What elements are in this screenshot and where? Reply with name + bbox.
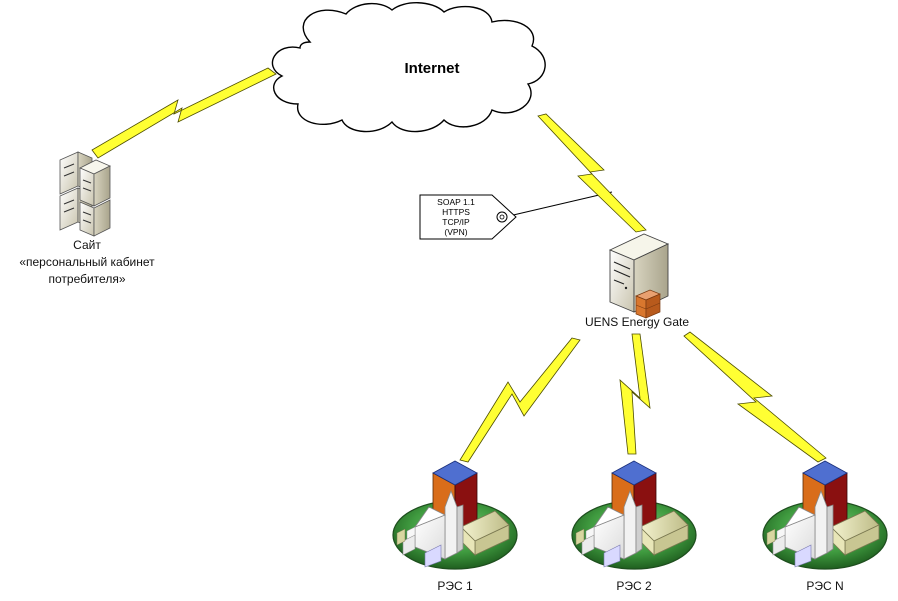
substation-res2 [571,460,697,570]
tag-string [508,191,613,217]
gateway-server-icon [608,233,670,319]
tag-line1: SOAP 1.1 [437,197,475,207]
lightning-link-res2 [619,333,651,455]
substation-res1 [392,460,518,570]
internet-cloud: Internet [271,2,546,133]
website-label-line3: потребителя» [48,272,125,286]
lightning-link-gateway [537,113,647,233]
tag-line4: (VPN) [444,227,467,237]
lightning-link-website [91,67,277,159]
res2-label: РЭС 2 [616,579,652,593]
resn-label: РЭС N [806,579,843,593]
protocol-tag: SOAP 1.1 HTTPS TCP/IP (VPN) [419,194,517,240]
substation-icon [571,460,697,570]
website-label-line1: Сайт [73,238,101,252]
substation-icon [762,460,888,570]
res1-label: РЭС 1 [437,579,473,593]
cloud-label: Internet [404,60,459,77]
gateway-label: UENS Energy Gate [585,315,689,329]
lightning-link-resn [683,331,827,463]
substation-icon [392,460,518,570]
firewall-icon [635,289,661,319]
lightning-link-res1 [459,337,581,463]
tag-line2: HTTPS [442,207,470,217]
website-label: Сайт «персональный кабинет потребителя» [19,238,155,286]
substation-resn [762,460,888,570]
website-label-line2: «персональный кабинет [19,255,155,269]
website-server-icon [59,151,111,237]
tag-line3: TCP/IP [442,217,470,227]
